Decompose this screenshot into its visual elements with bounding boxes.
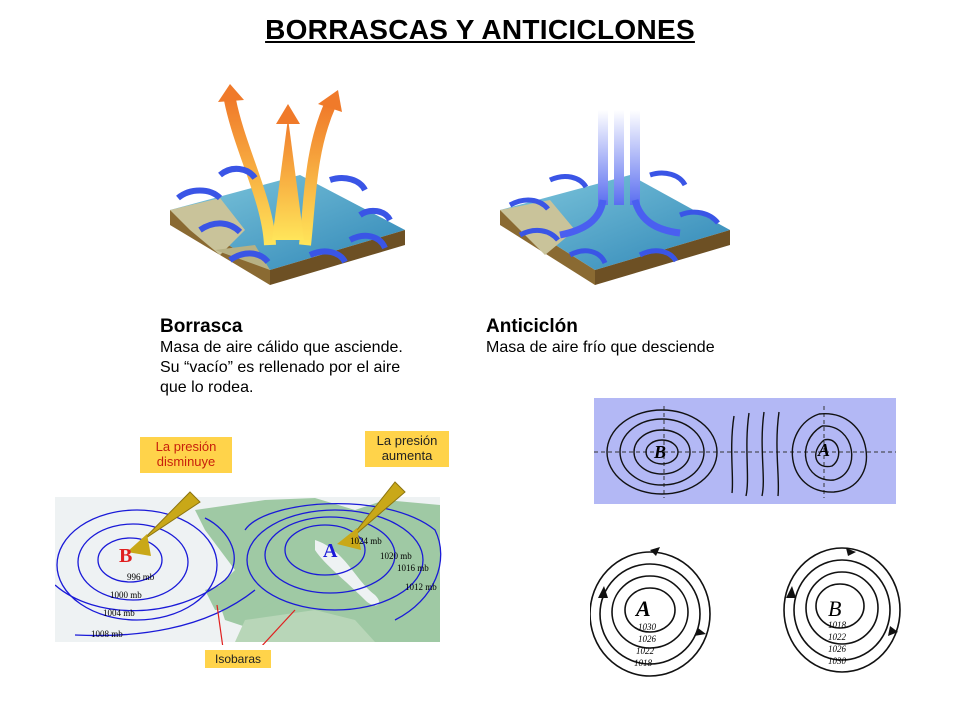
bw-low-label: B — [828, 596, 841, 621]
blue-isobar-diagram: B A — [594, 398, 896, 504]
anticiclon-line: Masa de aire frío que desciende — [486, 339, 715, 356]
page-title: BORRASCAS Y ANTICICLONES — [265, 14, 695, 45]
borrasca-heading: Borrasca — [160, 316, 243, 337]
callout-pressure-increases: La presión aumenta — [365, 431, 449, 467]
callout-pressure-decreases: La presión disminuye — [140, 437, 232, 473]
isobar-label: 1020 mb — [380, 551, 412, 561]
bw-high-value: 1026 — [638, 634, 657, 644]
isobar-label: 1012 mb — [405, 582, 437, 592]
callout-line: La presión — [155, 439, 217, 454]
map-high-label: A — [323, 540, 338, 562]
isobar-map: B A 996 mb 1000 mb 1004 mb 1008 mb 1024 … — [55, 481, 442, 645]
borrasca-line: Masa de aire cálido que asciende. — [160, 339, 403, 356]
bw-low-value: 1026 — [828, 644, 847, 654]
anticiclon-description: Masa de aire frío que desciende — [486, 338, 715, 358]
anticiclon-heading: Anticiclón — [486, 316, 578, 337]
isobar-label: 1024 mb — [350, 536, 382, 546]
isobar-label: 1004 mb — [103, 608, 135, 618]
isobar-label: 1008 mb — [91, 629, 123, 639]
isobar-label: 996 mb — [127, 572, 155, 582]
bw-high-label: A — [634, 596, 651, 621]
bw-high-value: 1030 — [638, 622, 657, 632]
bw-high-value: 1022 — [636, 646, 655, 656]
anticiclon-illustration — [500, 110, 730, 285]
bw-low-value: 1018 — [828, 620, 847, 630]
isobar-label: 1016 mb — [397, 563, 429, 573]
isobar-label: 1000 mb — [110, 590, 142, 600]
blue-diagram-low-label: B — [653, 442, 666, 462]
blue-diagram-high-label: A — [817, 440, 830, 460]
bw-isobar-diagram: A B 1030 1026 1022 1018 1018 1022 1026 1… — [590, 547, 901, 677]
callout-line: aumenta — [381, 448, 433, 463]
callout-line: disminuye — [156, 454, 216, 469]
borrasca-description: Masa de aire cálido que asciende. Su “va… — [160, 338, 403, 398]
map-low-label: B — [119, 545, 132, 567]
bw-low-value: 1030 — [828, 656, 847, 666]
callout-line: La presión — [376, 433, 438, 448]
bw-high-value: 1018 — [634, 658, 653, 668]
isobaras-label: Isobaras — [205, 650, 271, 668]
borrasca-line: que lo rodea. — [160, 379, 254, 396]
borrasca-illustration — [170, 84, 405, 285]
borrasca-line: Su “vacío” es rellenado por el aire — [160, 359, 401, 376]
bw-low-value: 1022 — [828, 632, 847, 642]
